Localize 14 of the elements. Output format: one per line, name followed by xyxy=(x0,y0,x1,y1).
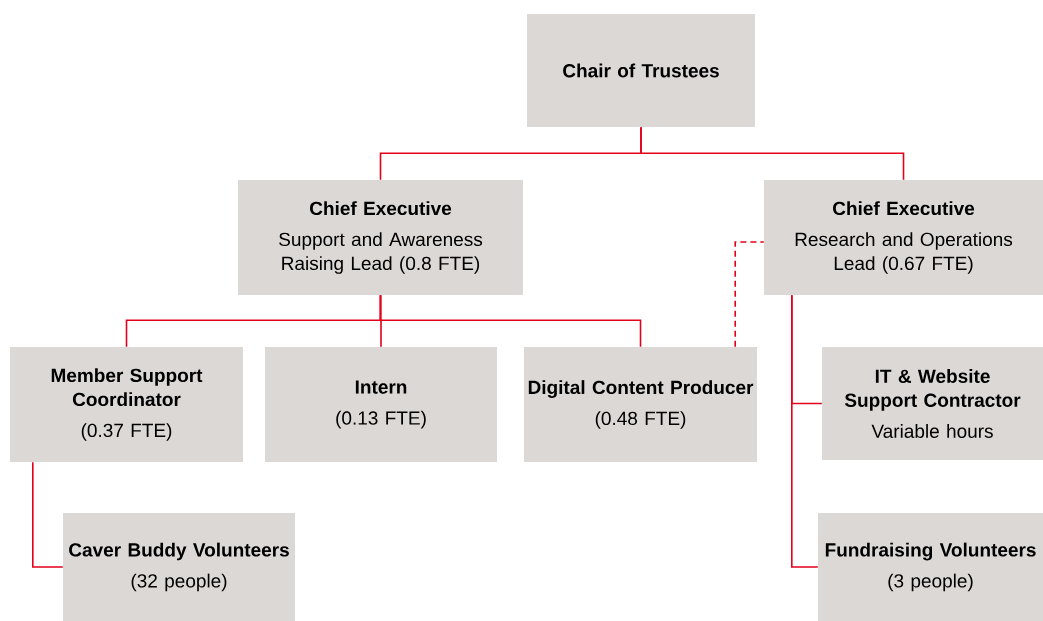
org-box: Chief Executive Research and Operations Lead (0.67 FTE) xyxy=(764,180,1043,295)
org-box: Intern (0.13 FTE) xyxy=(265,347,497,462)
org-box: IT & Website Support Contractor Variable hours xyxy=(822,347,1043,460)
org-box: Chief Executive Support and Awareness Raising Lead (0.8 FTE) xyxy=(238,180,523,295)
connector-line xyxy=(734,241,765,348)
org-box: Caver Buddy Volunteers (32 people) xyxy=(63,513,295,621)
connector-line xyxy=(32,461,64,568)
connector-line xyxy=(640,126,905,181)
connector-line xyxy=(379,294,642,348)
org-box: Fundraising Volunteers (3 people) xyxy=(818,513,1043,621)
connector-line xyxy=(791,294,819,568)
org-box: Digital Content Producer (0.48 FTE) xyxy=(524,347,757,462)
org-box: Chair of Trustees xyxy=(527,14,755,127)
org-box: Member Support Coordinator (0.37 FTE) xyxy=(10,347,243,462)
